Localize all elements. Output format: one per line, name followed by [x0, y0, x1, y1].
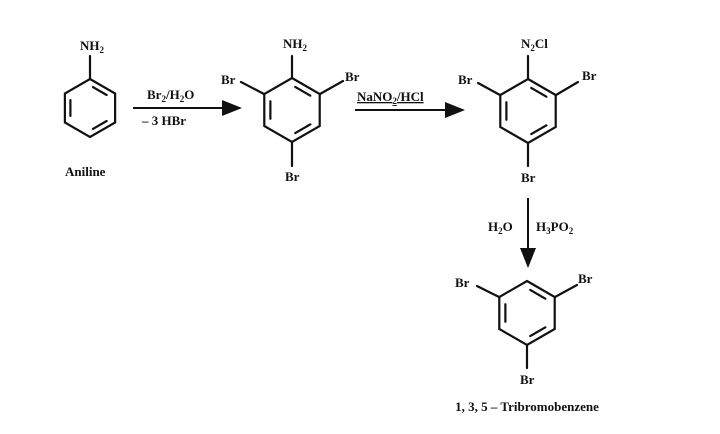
tba-nh2-label: NH2 [283, 36, 308, 53]
step3-right-reagent: H3PO2 [536, 219, 574, 236]
tba-br-left: Br [221, 72, 236, 87]
dz-br-right: Br [582, 68, 597, 83]
ring-outline [63, 77, 117, 139]
tba-br-right-bond [318, 79, 345, 96]
tba-br-left-bond [239, 80, 266, 96]
product-name: 1, 3, 5 – Tribromobenzene [455, 399, 599, 414]
tbb-br-left-bond [475, 284, 501, 299]
aniline-nh2-label: NH2 [80, 38, 105, 55]
tba-br-right: Br [345, 69, 360, 84]
dz-br-right-bond [554, 80, 580, 97]
aniline-name: Aniline [65, 164, 106, 179]
tribromoaniline-ring [263, 76, 321, 144]
double-bond-line [91, 119, 108, 131]
step1-reagent: Br2/H2O [147, 87, 194, 104]
tbb-br-left: Br [455, 275, 470, 290]
double-bond-line [529, 288, 547, 300]
aniline-ring [63, 77, 117, 139]
tba-br-bottom: Br [285, 169, 300, 184]
dz-br-left-bond [476, 81, 502, 97]
ring-outline [498, 279, 556, 347]
double-bond-line [530, 124, 548, 136]
dz-br-left: Br [458, 72, 473, 87]
double-bond-line [529, 326, 547, 338]
step1-byproduct: – 3 HBr [141, 113, 186, 128]
diazonium-ring [499, 77, 557, 145]
step3-left-reagent: H2O [488, 219, 513, 236]
ring-outline [263, 76, 321, 144]
ring-outline [499, 77, 557, 145]
double-bond-line [294, 123, 312, 135]
step2-reagent: NaNO2/HCl [357, 89, 424, 106]
tribromobenzene-ring [498, 279, 556, 347]
dz-n2cl-label: N2Cl [521, 36, 548, 53]
double-bond-line [294, 85, 312, 97]
double-bond-line [530, 86, 548, 98]
tbb-br-bottom: Br [520, 372, 535, 387]
tbb-br-right: Br [578, 271, 593, 286]
double-bond-line [91, 85, 108, 97]
tbb-br-right-bond [553, 283, 579, 299]
dz-br-bottom: Br [521, 170, 536, 185]
